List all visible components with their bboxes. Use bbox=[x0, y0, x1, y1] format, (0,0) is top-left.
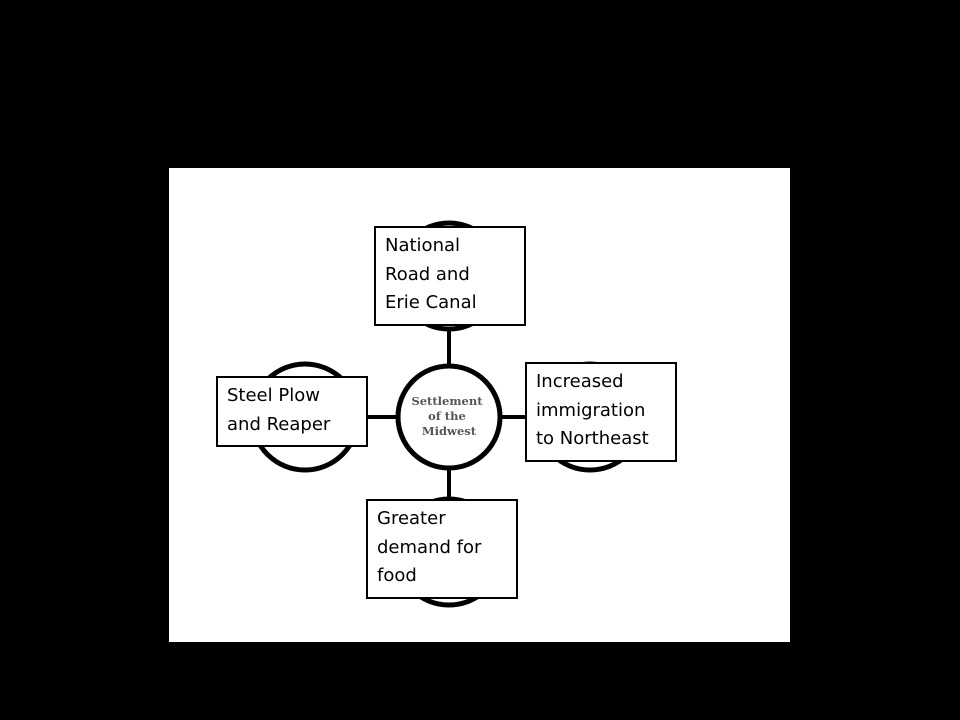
node-label-top: National Road and Erie Canal bbox=[374, 226, 526, 326]
center-label-line-1: Settlement bbox=[411, 394, 483, 408]
node-label-bottom: Greater demand for food bbox=[366, 499, 518, 599]
center-label-line-3: Midwest bbox=[422, 424, 477, 438]
node-label-left: Steel Plow and Reaper bbox=[216, 376, 368, 447]
node-label-right: Increased immigration to Northeast bbox=[525, 362, 677, 462]
diagram-panel: Settlement of the Midwest National Road … bbox=[169, 168, 790, 642]
center-label: Settlement of the Midwest bbox=[411, 394, 486, 438]
center-circle bbox=[395, 363, 503, 471]
center-label-line-2: of the bbox=[428, 409, 466, 423]
